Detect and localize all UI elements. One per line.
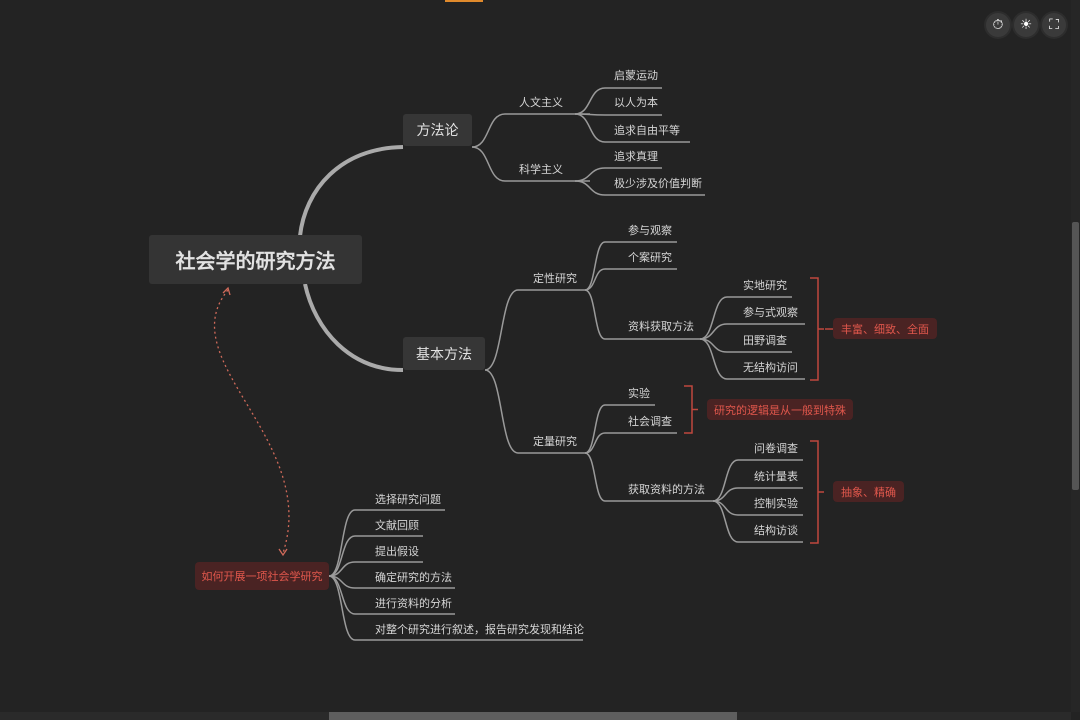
link-research-step (328, 509, 445, 577)
leaf-humanism-item[interactable]: 追求自由平等 (614, 124, 680, 137)
link-quantitative (484, 369, 585, 454)
link-scientism-item (574, 167, 662, 182)
bracket-qualitative-methods (810, 277, 824, 381)
root-node[interactable]: 社会学的研究方法 (149, 235, 362, 284)
node-humanism[interactable]: 人文主义 (519, 96, 563, 109)
link-quant-data-method (712, 500, 803, 543)
top-indicator (445, 0, 483, 2)
note-rich-detailed[interactable]: 丰富、细致、全面 (833, 318, 937, 339)
link-quant-data-method (712, 459, 803, 502)
link-humanism-item (574, 113, 662, 116)
relation-arrow-head (222, 286, 231, 296)
bracket-quant-methods (810, 440, 824, 544)
horizontal-scrollbar-thumb[interactable] (329, 712, 737, 720)
leaf-research-step[interactable]: 进行资料的分析 (375, 597, 452, 610)
node-qualitative[interactable]: 定性研究 (533, 272, 577, 285)
leaf-quantitative-item[interactable]: 获取资料的方法 (628, 483, 705, 496)
fullscreen-icon[interactable]: ⛶ (1042, 13, 1066, 37)
leaf-quant-data-method[interactable]: 问卷调查 (754, 442, 798, 455)
vertical-scrollbar-thumb[interactable] (1072, 222, 1079, 490)
link-quantitative-item (584, 452, 718, 502)
link-humanism-item (574, 87, 662, 115)
link-qual-data-method (699, 296, 792, 340)
leaf-quantitative-item[interactable]: 社会调查 (628, 415, 672, 428)
leaf-qual-data-method[interactable]: 参与式观察 (743, 306, 798, 319)
node-scientism[interactable]: 科学主义 (519, 163, 563, 176)
leaf-qual-data-method[interactable]: 无结构访问 (743, 361, 798, 374)
link-qualitative-item (584, 289, 705, 340)
main-branch-methodology (298, 145, 404, 237)
link-research-step (328, 535, 423, 577)
link-qualitative-item (584, 241, 677, 291)
leaf-scientism-item[interactable]: 极少涉及价值判断 (614, 177, 702, 190)
link-humanism-item (574, 113, 690, 143)
link-humanism (471, 113, 590, 148)
link-scientism (471, 146, 590, 182)
note-research-logic[interactable]: 研究的逻辑是从一般到特殊 (707, 399, 853, 420)
link-qual-data-method (699, 323, 805, 340)
leaf-qualitative-item[interactable]: 参与观察 (628, 224, 672, 237)
leaf-quantitative-item[interactable]: 实验 (628, 387, 650, 400)
leaf-research-step[interactable]: 文献回顾 (375, 519, 419, 532)
link-quantitative-item (584, 432, 677, 454)
leaf-research-step[interactable]: 选择研究问题 (375, 493, 441, 506)
bracket-quant-logic (684, 385, 698, 434)
link-qualitative-item (584, 268, 677, 291)
leaf-qual-data-method[interactable]: 实地研究 (743, 279, 787, 292)
relation-dotted-line (213, 289, 290, 554)
link-scientism-item (574, 180, 705, 196)
leaf-qual-data-method[interactable]: 田野调查 (743, 334, 787, 347)
leaf-qualitative-item[interactable]: 个案研究 (628, 251, 672, 264)
leaf-research-step[interactable]: 确定研究的方法 (375, 571, 452, 584)
leaf-humanism-item[interactable]: 以人为本 (614, 96, 658, 109)
leaf-research-step[interactable]: 对整个研究进行叙述，报告研究发现和结论 (375, 623, 584, 636)
link-research-step (328, 575, 583, 641)
link-qual-data-method (699, 338, 805, 380)
relation-arrow-tail (278, 548, 288, 557)
node-quantitative[interactable]: 定量研究 (533, 435, 577, 448)
leaf-humanism-item[interactable]: 启蒙运动 (614, 69, 658, 82)
leaf-research-step[interactable]: 提出假设 (375, 545, 419, 558)
node-basic-methods[interactable]: 基本方法 (403, 337, 485, 370)
leaf-scientism-item[interactable]: 追求真理 (614, 150, 658, 163)
leaf-quant-data-method[interactable]: 控制实验 (754, 497, 798, 510)
leaf-quant-data-method[interactable]: 结构访谈 (754, 524, 798, 537)
link-research-step (328, 561, 423, 577)
note-abstract-precise[interactable]: 抽象、精确 (833, 481, 904, 502)
node-how-to-research[interactable]: 如何开展一项社会学研究 (195, 562, 329, 590)
leaf-quant-data-method[interactable]: 统计量表 (754, 470, 798, 483)
link-quantitative-item (584, 404, 655, 454)
link-qualitative (484, 289, 585, 371)
theme-sun-icon[interactable]: ☀ (1014, 13, 1038, 37)
node-methodology[interactable]: 方法论 (403, 114, 472, 146)
main-branch-basic (303, 283, 404, 372)
leaf-qualitative-item[interactable]: 资料获取方法 (628, 320, 694, 333)
stopwatch-icon[interactable]: ⏱ (986, 13, 1010, 37)
link-quant-data-method (712, 487, 803, 502)
